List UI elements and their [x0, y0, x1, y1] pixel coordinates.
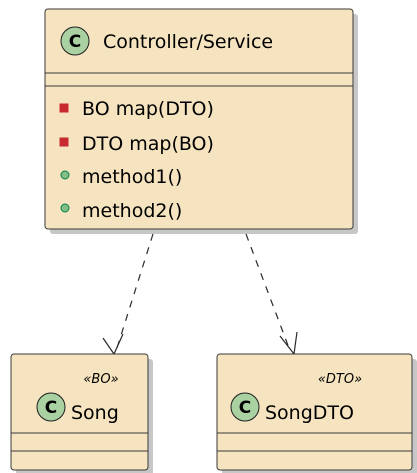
dependency-controller-to-song — [102, 233, 154, 356]
member-3: method1() — [60, 166, 182, 188]
member-text: BO map(DTO) — [82, 98, 214, 120]
member-text: method2() — [82, 200, 182, 222]
class-name: Controller/Service — [103, 31, 273, 53]
class-stereotype: «BO» — [83, 372, 118, 387]
class-icon: C — [230, 392, 260, 422]
member-1: BO map(DTO) — [59, 98, 214, 120]
class-icon: C — [36, 392, 66, 422]
member-4: method2() — [60, 200, 182, 222]
class-icon: C — [60, 26, 90, 56]
class-icon-letter: C — [239, 398, 251, 418]
class-name: SongDTO — [265, 402, 354, 424]
class-songdto[interactable]: C «DTO» SongDTO — [216, 353, 417, 473]
member-2: DTO map(BO) — [59, 133, 214, 155]
class-stereotype: «DTO» — [318, 372, 362, 387]
private-visibility-icon — [59, 103, 69, 113]
private-visibility-icon — [59, 137, 69, 147]
class-icon-letter: C — [45, 398, 57, 418]
public-visibility-icon — [60, 203, 70, 213]
class-controller-service[interactable]: C Controller/Service BO map(DTO) DTO map… — [44, 8, 358, 234]
class-name: Song — [71, 402, 119, 424]
member-text: DTO map(BO) — [82, 133, 214, 155]
member-text: method1() — [82, 166, 182, 188]
dependency-controller-to-songdto — [245, 233, 298, 356]
class-song[interactable]: C «BO» Song — [10, 353, 153, 473]
class-icon-letter: C — [69, 32, 81, 52]
public-visibility-icon — [60, 170, 70, 180]
